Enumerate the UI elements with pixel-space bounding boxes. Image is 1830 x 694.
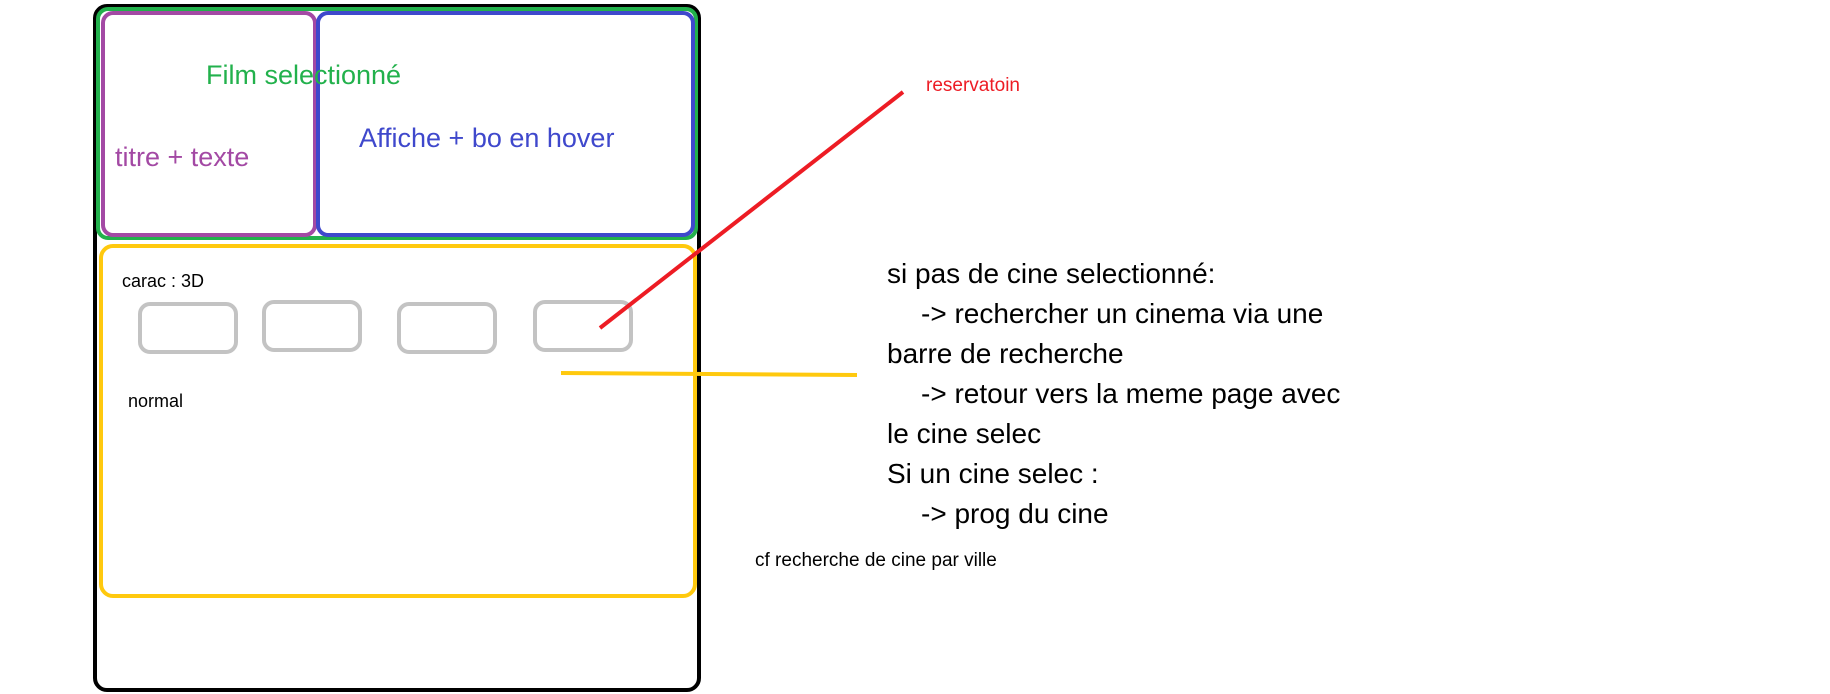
note-line: -> retour vers la meme page avec xyxy=(921,378,1341,409)
film-section-label: Film selectionné xyxy=(206,60,402,90)
page-frame xyxy=(93,4,701,692)
showtime-button[interactable] xyxy=(533,300,633,352)
seance-section-box xyxy=(99,244,697,598)
titre-label: titre + texte xyxy=(115,142,250,172)
carac-label: carac : 3D xyxy=(122,271,205,291)
reservation-pointer-line xyxy=(598,90,905,330)
affiche-box xyxy=(316,11,695,237)
note-line: -> rechercher un cinema via une xyxy=(921,298,1324,329)
cf-annotation: cf recherche de cine par ville xyxy=(755,550,997,571)
showtime-button[interactable] xyxy=(138,302,238,354)
normal-label: normal xyxy=(128,391,184,411)
note-line: barre de recherche xyxy=(887,338,1124,369)
reservation-annotation: reservatoin xyxy=(926,75,1020,96)
note-line: si pas de cine selectionné: xyxy=(887,258,1216,289)
film-section-box xyxy=(96,7,698,240)
note-line: -> prog du cine xyxy=(921,498,1109,529)
showtime-button[interactable] xyxy=(262,300,362,352)
showtime-button[interactable] xyxy=(397,302,497,354)
note-line: Si un cine selec : xyxy=(887,458,1099,489)
affiche-label: Affiche + bo en hover xyxy=(359,123,615,153)
note-line: le cine selec xyxy=(887,418,1042,449)
titre-box xyxy=(101,11,317,237)
notes-connector-line xyxy=(560,371,858,377)
